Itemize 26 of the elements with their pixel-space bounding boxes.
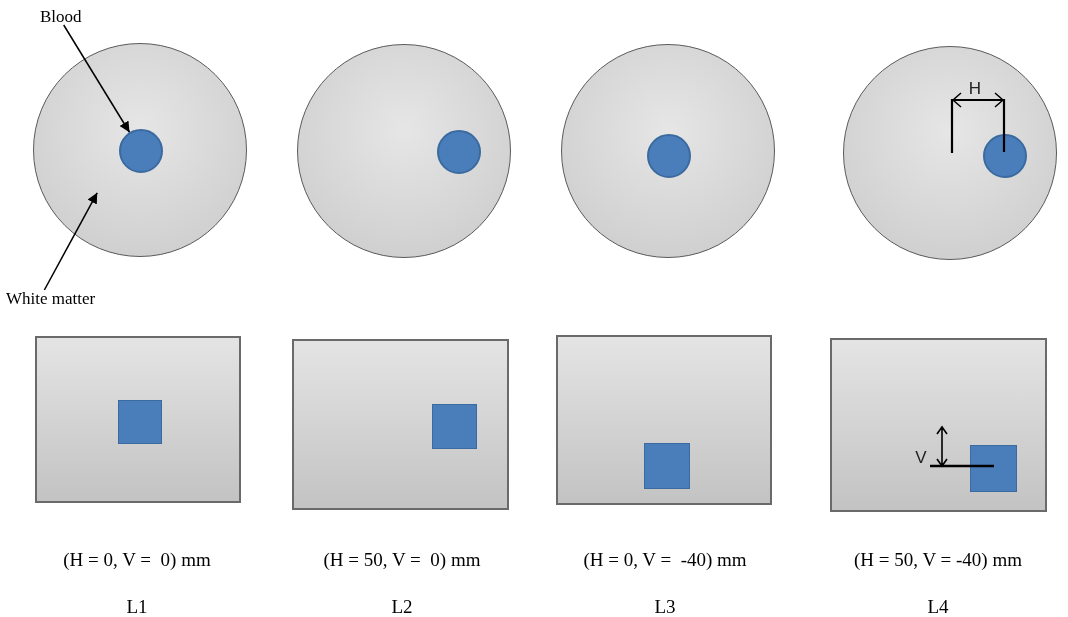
caption: (H = 50, V = 0) mm — [323, 550, 481, 569]
dimension-label: H — [968, 80, 982, 97]
caption: L1 — [126, 597, 148, 616]
caption: L3 — [654, 597, 676, 616]
annotation-label: Blood — [40, 8, 82, 25]
annotation-label: White matter — [6, 290, 96, 307]
dimension-label: V — [915, 449, 927, 466]
phantom-rectangle — [292, 339, 509, 510]
caption: L4 — [927, 597, 949, 616]
blood-circle — [119, 129, 163, 173]
caption: (H = 0, V = -40) mm — [583, 550, 747, 569]
blood-circle — [647, 134, 691, 178]
blood-square — [970, 445, 1017, 492]
phantom-rectangle — [556, 335, 772, 505]
blood-circle — [983, 134, 1027, 178]
blood-square — [432, 404, 477, 449]
caption: (H = 50, V = -40) mm — [854, 550, 1022, 569]
blood-square — [644, 443, 690, 489]
blood-square — [118, 400, 162, 444]
caption: (H = 0, V = 0) mm — [63, 550, 211, 569]
leader-arrow — [62, 24, 131, 133]
leader-arrow — [43, 192, 98, 291]
blood-circle — [437, 130, 481, 174]
caption: L2 — [391, 597, 413, 616]
phantom-rectangle — [830, 338, 1047, 512]
phantom-rectangle — [35, 336, 241, 503]
